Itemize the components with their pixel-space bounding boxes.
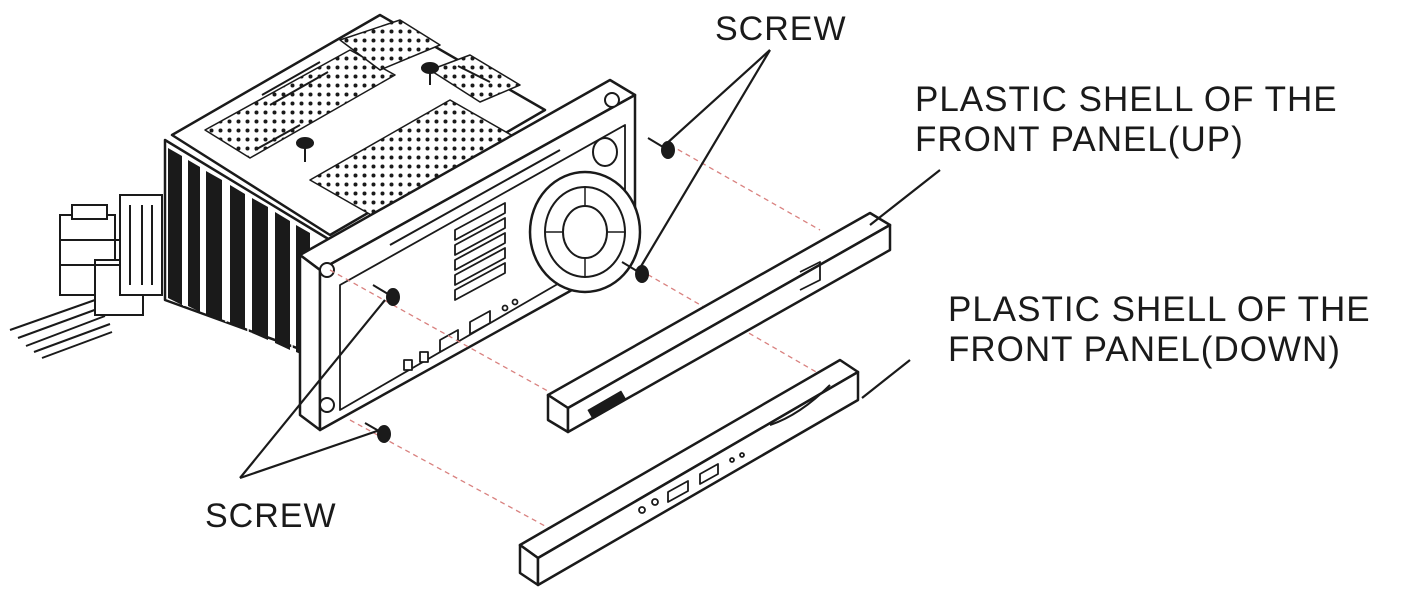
shell-up-label-line-1: PLASTIC SHELL OF THE [915,80,1338,119]
shell-up-label: PLASTIC SHELL OF THE FRONT PANEL(UP) [915,80,1338,160]
radio-chassis [163,13,547,362]
shell-down-label-line-1: PLASTIC SHELL OF THE [948,290,1371,329]
screw-lower-left-2 [364,422,391,443]
plastic-shell-up [546,211,892,434]
leader-lines [239,49,941,480]
shell-up-label-line-2: FRONT PANEL(UP) [915,120,1244,159]
front-ports [403,298,519,371]
chassis-screw-top-2 [296,137,314,162]
shell-down-label-line-2: FRONT PANEL(DOWN) [948,330,1341,369]
volume-knob [528,170,642,294]
screw-lower-left-1 [372,284,400,306]
plastic-shell-down [518,358,860,587]
front-panel [298,78,642,432]
screw-label-top: SCREW [715,10,847,48]
preset-buttons [454,202,506,301]
chassis-screw-top-1 [421,62,439,85]
screw-upper-right-1 [647,137,675,159]
screw-label-bottom: SCREW [205,497,337,535]
rear-connector-harness [9,194,163,359]
shell-down-label: PLASTIC SHELL OF THE FRONT PANEL(DOWN) [948,290,1371,370]
screw-upper-right-2 [621,261,649,283]
